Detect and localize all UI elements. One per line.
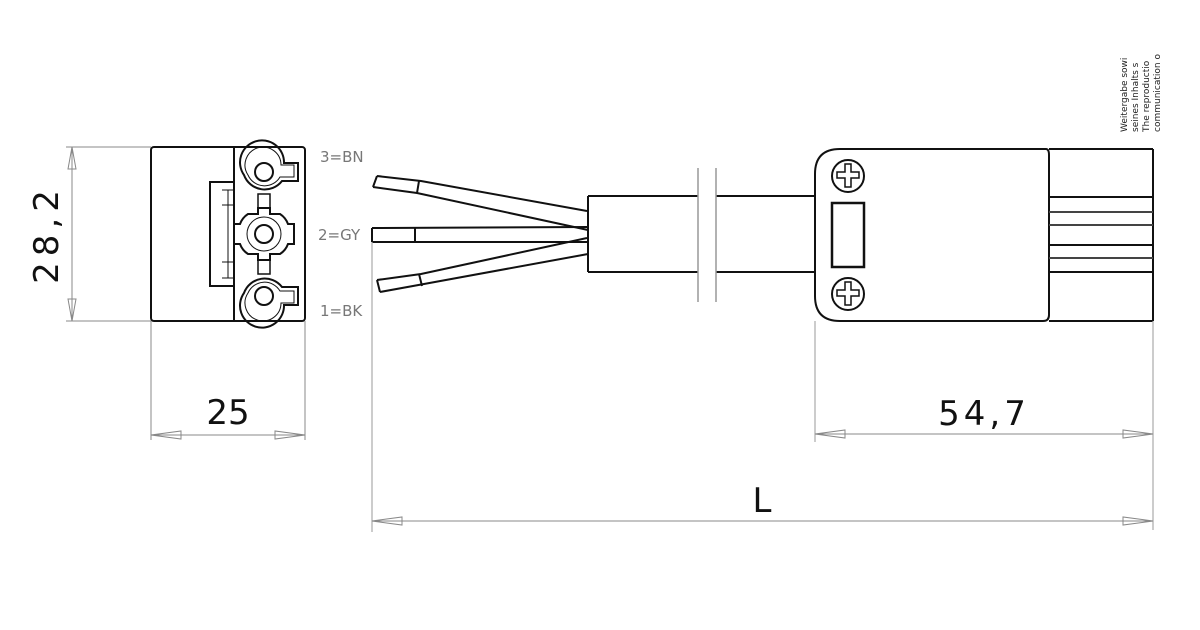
- wire-label-gy: 2=GY: [318, 226, 361, 244]
- wire-bn: [372, 175, 589, 231]
- copyright-line-3: The reproductio: [1142, 60, 1152, 133]
- flying-leads: [371, 175, 589, 293]
- pin-cavity-2: [233, 207, 295, 261]
- dimension-height-label: 28,2: [27, 184, 67, 284]
- cable-break-marks: [697, 168, 717, 302]
- dimension-total-length: [371, 242, 1154, 532]
- wire-bk: [376, 237, 589, 293]
- cable-jacket: [587, 195, 815, 273]
- wire-label-bn: 3=BN: [320, 148, 364, 166]
- pin-cavity-1: [239, 277, 299, 329]
- dimension-front-width: [150, 321, 306, 440]
- copyright-line-4: communication o: [1153, 54, 1163, 132]
- copyright-note: Weitergabe sowi seines Inhalts s The rep…: [1120, 54, 1163, 133]
- dimension-connector-length-label: 54,7: [938, 394, 1030, 434]
- dimension-height: [66, 146, 151, 322]
- screw-top-icon: [831, 159, 865, 193]
- wire-gy: [371, 226, 588, 243]
- pin-cavity-3: [239, 139, 299, 191]
- connector-side-view: [814, 148, 1154, 322]
- wire-label-bk: 1=BK: [320, 302, 363, 320]
- copyright-line-1: Weitergabe sowi: [1120, 58, 1130, 132]
- connector-front-view: [150, 139, 306, 329]
- dimension-total-length-label: L: [753, 481, 772, 521]
- dimension-connector-length: [814, 321, 1154, 530]
- screw-bottom-icon: [831, 277, 865, 311]
- copyright-line-2: seines Inhalts s: [1131, 62, 1141, 132]
- dimension-front-width-label: 25: [206, 393, 249, 433]
